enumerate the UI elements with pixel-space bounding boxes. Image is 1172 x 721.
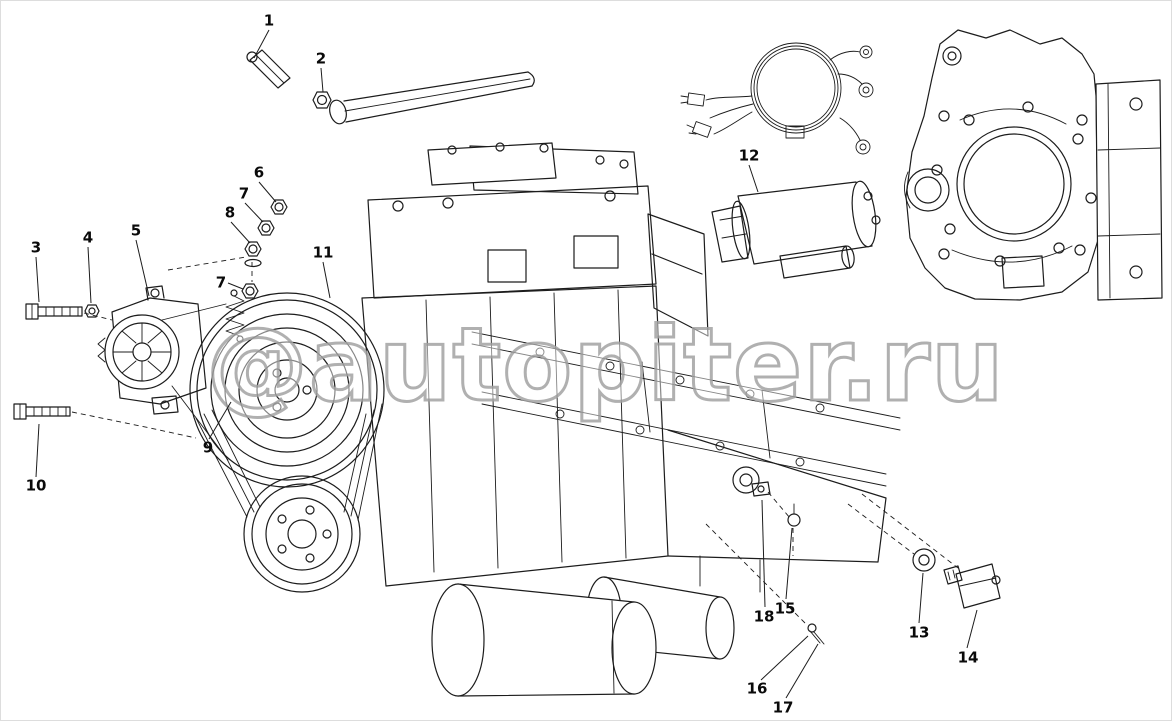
bolt-3 [25, 303, 83, 320]
flywheel-housing [904, 29, 1163, 301]
callout-2: 2 [315, 49, 327, 68]
callout-12: 12 [738, 146, 760, 165]
callout-15: 15 [774, 599, 796, 618]
assembly-guide-lines [71, 256, 959, 625]
callout-13: 13 [908, 623, 930, 642]
engine-block [361, 142, 887, 593]
callout-leader-lines [35, 29, 978, 699]
callout-14: 14 [957, 648, 979, 667]
callout-8: 8 [224, 203, 236, 222]
nut-4 [84, 304, 100, 318]
belt-pulley-assembly [161, 289, 385, 593]
callout-6: 6 [253, 163, 265, 182]
callout-16: 16 [746, 679, 768, 698]
wiring-harness [680, 42, 874, 155]
sensor-part-1 [246, 49, 291, 89]
callout-7a: 7 [238, 184, 250, 203]
callout-9: 9 [202, 438, 214, 457]
bottom-cylinders [431, 576, 735, 697]
alternator [97, 285, 207, 415]
callout-18: 18 [753, 607, 775, 626]
callout-10: 10 [25, 476, 47, 495]
callout-7b: 7 [215, 273, 227, 292]
callout-1: 1 [263, 11, 275, 30]
bolt-10 [13, 403, 71, 420]
fittings-13-to-18 [732, 466, 1001, 645]
callout-3: 3 [30, 238, 42, 257]
callout-5: 5 [130, 221, 142, 240]
callout-11: 11 [312, 243, 334, 262]
watermark-text: @autopiter.ru [206, 306, 1005, 425]
nuts-6-7-8 [241, 199, 288, 299]
watermark: @autopiter.ru [205, 305, 1006, 427]
starter-motor [711, 180, 881, 279]
callout-4: 4 [82, 228, 94, 247]
callout-17: 17 [772, 698, 794, 717]
fuel-rails [471, 331, 901, 487]
pipe-part-2 [312, 71, 535, 125]
